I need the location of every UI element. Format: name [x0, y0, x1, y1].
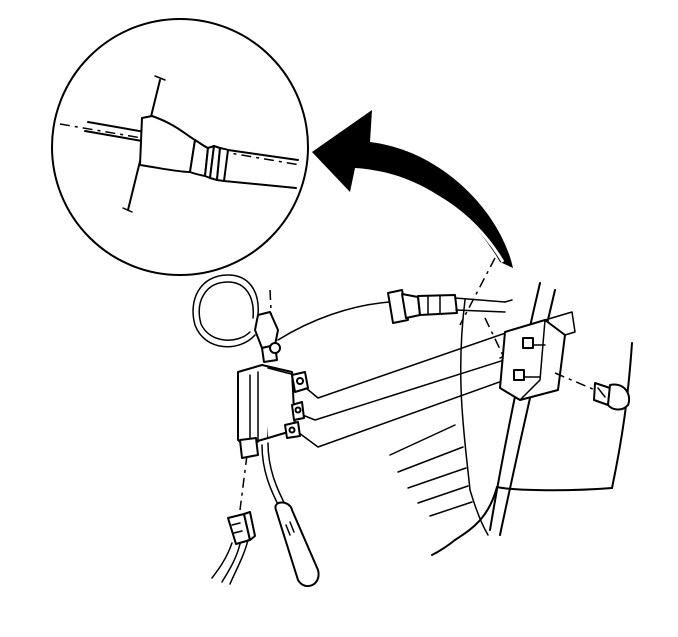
wiring-connector [211, 511, 256, 585]
leader-lines [294, 327, 521, 448]
detail-circle [51, 18, 309, 276]
screw-icon [554, 372, 630, 411]
release-cable [261, 442, 320, 588]
latch-module [237, 311, 309, 459]
body-panel [389, 282, 633, 556]
curved-direction-arrow [312, 110, 513, 268]
cable-assembly [192, 274, 513, 348]
mounting-bracket [499, 311, 576, 401]
